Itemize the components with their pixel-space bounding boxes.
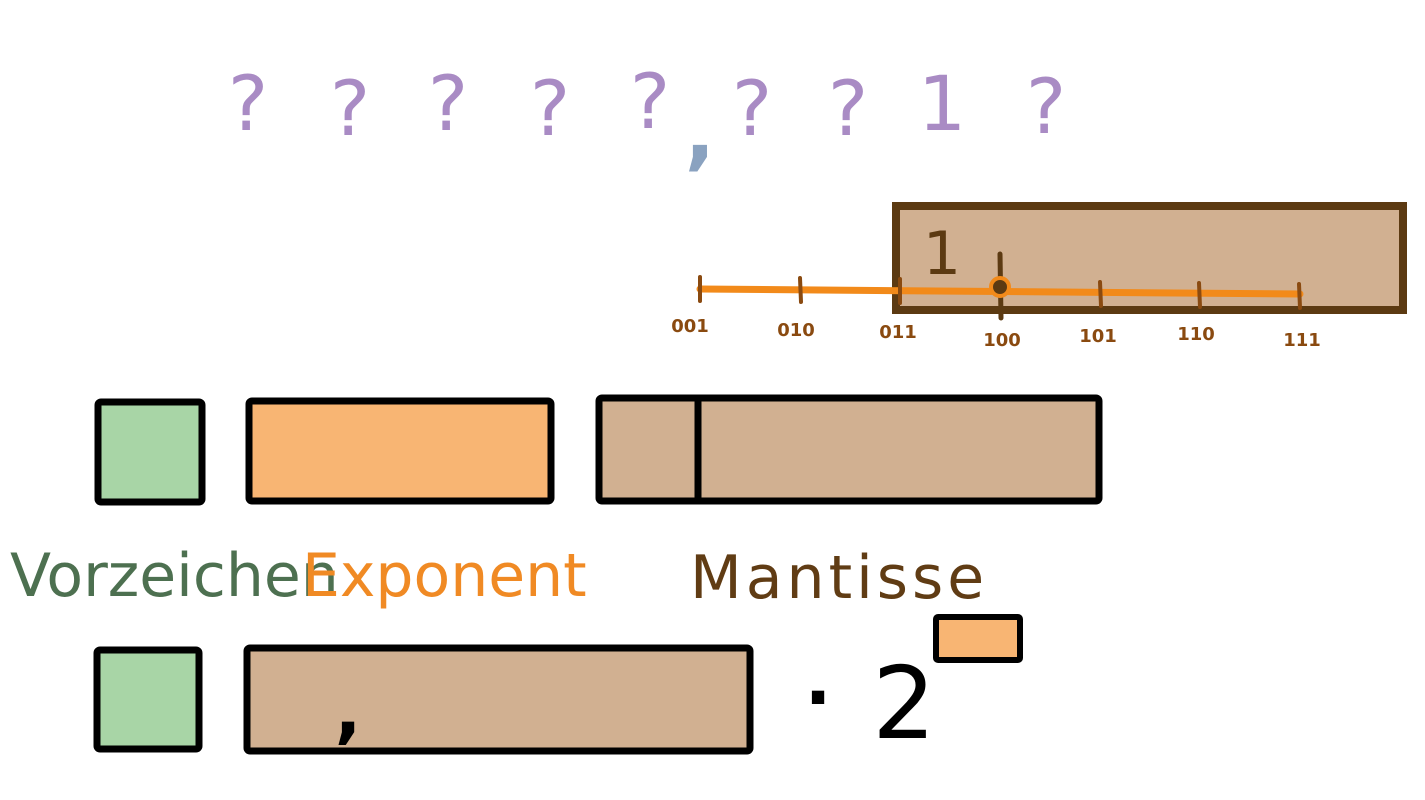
number-line: 001 010 011 100 101 110 111 <box>671 251 1321 351</box>
exponent-bits-box <box>245 397 555 505</box>
tick-mark-101 <box>1098 280 1103 308</box>
tick-mark-111 <box>1297 282 1302 310</box>
digit-4: ? <box>630 57 670 146</box>
mantissa-leading-one: 1 <box>923 219 961 289</box>
digit-2: ? <box>428 59 468 148</box>
digit-row: ? ? ? ? ? ? ? 1 ? <box>228 57 1066 153</box>
digit-6: ? <box>828 64 868 153</box>
tick-mark-110 <box>1197 281 1202 309</box>
formula-mantissa-box <box>243 644 754 755</box>
binary-point-comma: , <box>685 86 715 179</box>
tick-label-110: 110 <box>1177 324 1215 345</box>
formula-multiply-dot: · <box>805 657 832 739</box>
formula-comma: , <box>335 670 362 752</box>
digit-7: 1 <box>918 59 966 148</box>
tick-label-101: 101 <box>1079 326 1117 347</box>
label-exponent: Exponent <box>302 541 587 611</box>
formula-base: 2 <box>872 645 936 762</box>
tick-label-100: 100 <box>983 330 1021 351</box>
digit-8: ? <box>1026 62 1066 151</box>
label-mantissa: Mantisse <box>690 543 988 613</box>
digit-1: ? <box>330 64 370 153</box>
formula-sign-box <box>93 646 203 753</box>
label-sign: Vorzeichen <box>10 541 339 611</box>
formula-exponent-box <box>933 614 1023 663</box>
digit-5: ? <box>732 64 772 153</box>
tick-mark-010 <box>798 276 803 304</box>
mantissa-bits-box <box>595 394 1103 505</box>
sign-bit-box <box>94 398 206 506</box>
digit-0: ? <box>228 59 268 148</box>
digit-3: ? <box>530 64 570 153</box>
tick-label-001: 001 <box>671 316 709 337</box>
marked-point <box>989 276 1011 298</box>
tick-label-011: 011 <box>879 322 917 343</box>
tick-label-010: 010 <box>777 320 815 341</box>
tick-label-111: 111 <box>1283 330 1321 351</box>
